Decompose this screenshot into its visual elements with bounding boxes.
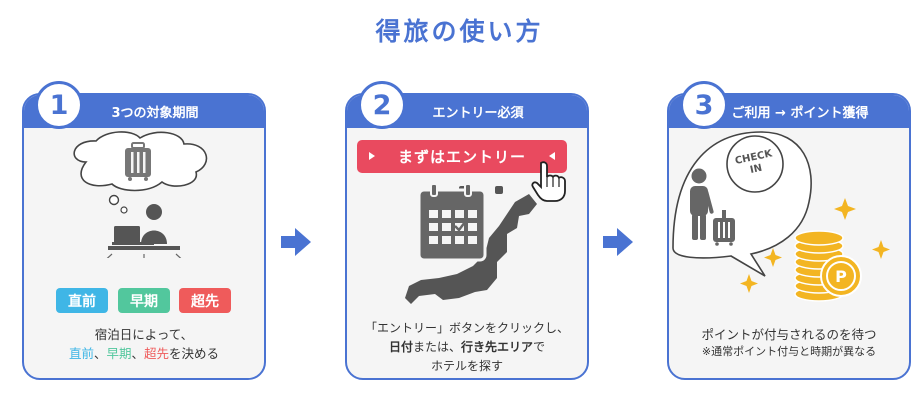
desc-line: 日付または、行き先エリアで <box>347 338 587 357</box>
desc-tail: を決める <box>169 346 220 361</box>
term-early: 早期 <box>106 346 132 361</box>
person-at-laptop-icon <box>108 204 180 250</box>
step-description-3: ポイントが付与されるのを待つ ※通常ポイント付与と時期が異なる <box>669 325 909 360</box>
step-number-1: 1 <box>35 81 83 129</box>
desc-text: で <box>533 340 546 354</box>
step-description-2: 「エントリー」ボタンをクリックし、 日付または、行き先エリアで ホテルを探す <box>347 319 587 376</box>
desc-line: 宿泊日によって、 <box>94 327 194 342</box>
term-date: 日付 <box>388 340 413 354</box>
check-in-badge-icon <box>726 135 784 193</box>
page-title: 得旅の使い方 <box>375 17 544 46</box>
arrow-right-icon <box>281 228 311 256</box>
desc-line: 「エントリー」ボタンをクリックし、 <box>364 321 569 335</box>
suitcase-icon <box>125 142 151 181</box>
desc-line: ポイントが付与されるのを待つ <box>701 327 877 342</box>
desc-line: 直前、早期、超先を決める <box>24 344 264 363</box>
coin-letter: P <box>835 267 847 286</box>
triangle-right-icon <box>369 152 375 160</box>
check-in-text: IN <box>749 163 763 176</box>
chip-super: 超先 <box>179 288 231 313</box>
sparkle-icon <box>740 198 890 293</box>
step-card-2: エントリー必須 まずはエントリー 「エントリー」ボタンをクリックし <box>345 93 589 380</box>
desc-note: ※通常ポイント付与と時期が異なる <box>701 345 877 358</box>
thinking-traveler-illustration <box>73 131 208 258</box>
pointer-hand-icon <box>531 161 566 202</box>
separator: 、 <box>131 346 145 361</box>
chip-direct: 直前 <box>56 288 108 313</box>
desc-line: ホテルを探す <box>430 359 503 373</box>
chip-early: 早期 <box>118 288 170 313</box>
japan-map-icon <box>405 194 537 304</box>
step-number-2: 2 <box>358 81 406 129</box>
term-super: 超先 <box>144 346 170 361</box>
step-description-1: 宿泊日によって、 直前、早期、超先を決める <box>24 325 264 363</box>
separator: 、 <box>93 346 107 361</box>
point-coin-icon: P <box>820 255 862 297</box>
term-destination-area: 行き先エリア <box>461 340 534 354</box>
step-card-1: 3つの対象期間 直前 早期 超先 <box>22 93 266 380</box>
step-number-3: 3 <box>680 81 728 129</box>
calendar-japan-map-illustration <box>405 183 537 304</box>
desc-text: または、 <box>412 340 461 354</box>
entry-button-label: まずはエントリー <box>397 148 526 166</box>
term-direct: 直前 <box>68 346 94 361</box>
triangle-left-icon <box>549 152 555 160</box>
suitcase-icon <box>713 210 735 246</box>
entry-button[interactable]: まずはエントリー <box>357 140 567 173</box>
arrow-right-icon <box>603 228 633 256</box>
check-in-coins-illustration: CHECK IN <box>672 131 890 302</box>
traveler-icon <box>690 168 714 240</box>
step-card-3: ご利用 → ポイント獲得 CHECK IN <box>667 93 911 380</box>
calendar-icon <box>417 183 487 262</box>
